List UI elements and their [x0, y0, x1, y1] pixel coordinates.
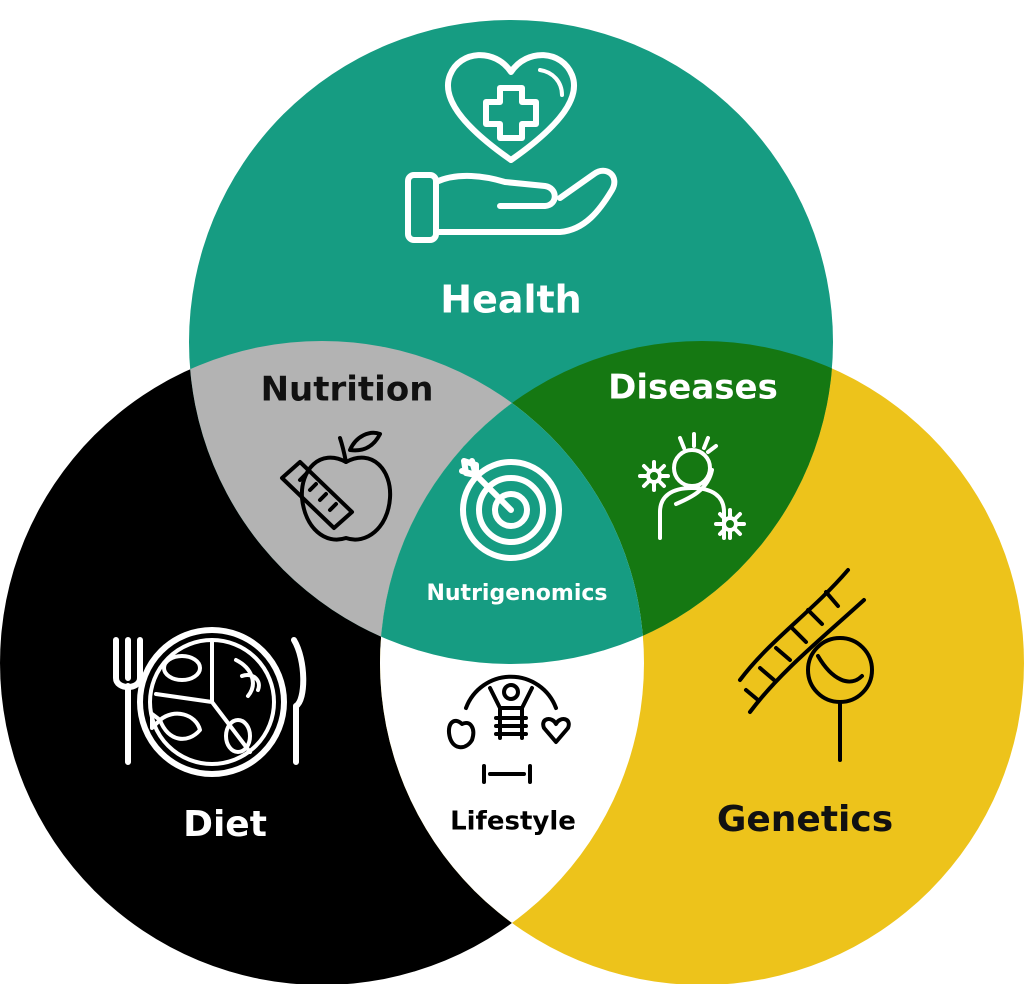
- fitness-person-icon: [447, 674, 571, 784]
- nutrition-label: Nutrition: [261, 370, 434, 410]
- dna-magnifier-icon: [738, 568, 874, 762]
- plate-cutlery-icon: [113, 627, 307, 777]
- diseases-label: Diseases: [608, 368, 778, 408]
- target-icon: [459, 458, 562, 561]
- headache-person-icon: [638, 432, 746, 540]
- diet-label: Diet: [183, 804, 267, 845]
- health-label: Health: [440, 278, 581, 322]
- heart-hand-icon: [405, 52, 618, 243]
- nutrigenomics-label: Nutrigenomics: [426, 581, 607, 606]
- apple-measure-icon: [280, 430, 393, 542]
- genetics-label: Genetics: [717, 799, 893, 840]
- lifestyle-label: Lifestyle: [450, 807, 576, 837]
